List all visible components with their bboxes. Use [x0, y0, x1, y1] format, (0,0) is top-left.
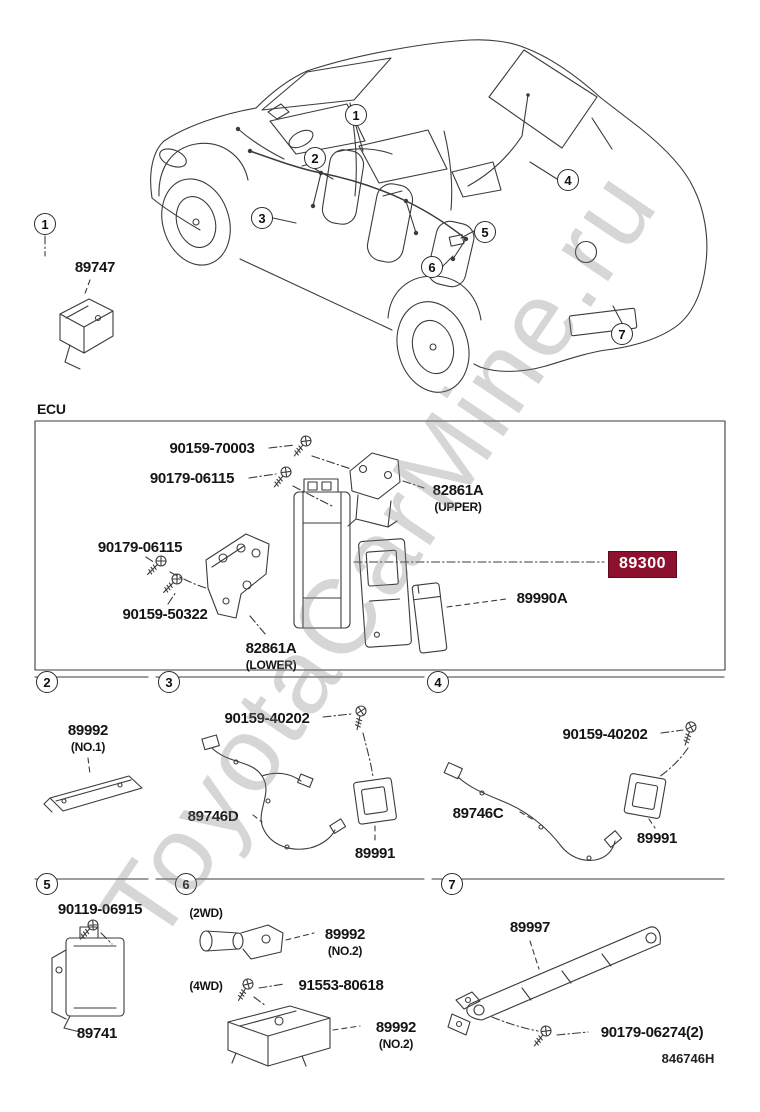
callout-6-car[interactable]: 6	[421, 256, 443, 278]
callout-2-section[interactable]: 2	[36, 671, 58, 693]
part-label-90179-06274[interactable]: 90179-06274(2)	[600, 1024, 704, 1041]
callout-1-part[interactable]: 1	[34, 213, 56, 235]
callout-6-section[interactable]: 6	[175, 873, 197, 895]
harness-sketch-89746d	[201, 704, 397, 850]
callout-3-section[interactable]: 3	[158, 671, 180, 693]
part-label-89741[interactable]: 89741	[76, 1025, 118, 1042]
variant-label-4wd: (4WD)	[189, 979, 223, 993]
part-label-82861a-upper[interactable]: 82861A	[432, 482, 484, 499]
callout-1-car[interactable]: 1	[345, 104, 367, 126]
part-label-89992-no2-4wd[interactable]: 89992	[375, 1019, 417, 1036]
screw-icon	[269, 464, 294, 491]
callout-7-car[interactable]: 7	[611, 323, 633, 345]
part-label-90159-40202-s3[interactable]: 90159-40202	[224, 710, 310, 727]
part-sketch-89747	[44, 235, 114, 370]
diagram-code: 846746H	[661, 1051, 715, 1066]
screw-icon	[159, 571, 185, 597]
screw-icon	[679, 720, 698, 748]
ecu-section-label: ECU	[37, 401, 66, 417]
part-label-90119-06915[interactable]: 90119-06915	[57, 901, 143, 918]
part-sketch-89997	[447, 926, 661, 1050]
part-label-90159-40202-s4[interactable]: 90159-40202	[562, 726, 648, 743]
part-label-89747[interactable]: 89747	[74, 259, 116, 276]
ecu-assembly-sketch	[34, 420, 726, 671]
highlighted-part-89300[interactable]: 89300	[608, 551, 677, 578]
part-note-no1: (NO.1)	[70, 740, 106, 754]
part-label-89990a[interactable]: 89990A	[516, 590, 568, 607]
callout-2-car[interactable]: 2	[304, 147, 326, 169]
car-illustration	[150, 39, 708, 393]
part-sketch-89741	[51, 917, 125, 1034]
part-label-89992-no2-2wd[interactable]: 89992	[324, 926, 366, 943]
part-sketch-89992-4wd	[227, 976, 361, 1067]
callout-7-section[interactable]: 7	[441, 873, 463, 895]
part-label-89746d[interactable]: 89746D	[187, 808, 239, 825]
screw-icon	[289, 433, 314, 460]
callout-4-section[interactable]: 4	[427, 671, 449, 693]
part-label-89997[interactable]: 89997	[509, 919, 551, 936]
callout-4-car[interactable]: 4	[557, 169, 579, 191]
part-sketch-89992-no1	[43, 757, 143, 813]
screw-icon	[529, 1023, 554, 1050]
part-sketch-89992-2wd	[199, 924, 315, 960]
part-note-no2-2wd: (NO.2)	[327, 944, 363, 958]
part-label-90179-06115-upper[interactable]: 90179-06115	[149, 470, 235, 487]
part-label-82861a-lower[interactable]: 82861A	[245, 640, 297, 657]
part-note-lower: (LOWER)	[245, 658, 297, 672]
callout-5-car[interactable]: 5	[474, 221, 496, 243]
screw-icon	[351, 704, 368, 732]
callout-3-car[interactable]: 3	[251, 207, 273, 229]
part-note-upper: (UPPER)	[434, 500, 482, 514]
callout-5-section[interactable]: 5	[36, 873, 58, 895]
part-label-89991-s3[interactable]: 89991	[354, 845, 396, 862]
harness-sketch-89746c	[443, 720, 698, 861]
part-label-89746c[interactable]: 89746C	[452, 805, 504, 822]
part-label-90159-70003[interactable]: 90159-70003	[169, 440, 255, 457]
part-label-89992-no1[interactable]: 89992	[67, 722, 109, 739]
part-note-no2-4wd: (NO.2)	[378, 1037, 414, 1051]
part-label-90179-06115-lower[interactable]: 90179-06115	[97, 539, 183, 556]
screw-icon	[233, 976, 256, 1004]
part-label-90159-50322[interactable]: 90159-50322	[122, 606, 208, 623]
variant-label-2wd: (2WD)	[189, 906, 223, 920]
part-label-91553-80618[interactable]: 91553-80618	[298, 977, 384, 994]
part-label-89991-s4[interactable]: 89991	[636, 830, 678, 847]
